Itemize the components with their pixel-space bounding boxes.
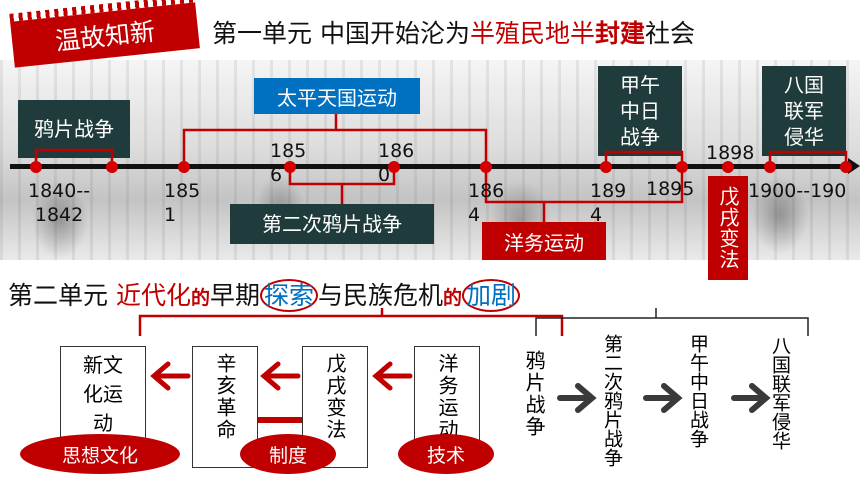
bracket-eight-nation: [768, 150, 848, 166]
timeline-dot-1842: [106, 161, 118, 173]
crisis-second-opium-war: 第二次鸦片战争: [601, 334, 623, 467]
timeline-dot-1856: [284, 161, 296, 173]
crisis-eight-nation: 八国联军侵华: [769, 336, 791, 450]
timeline-dot-1901: [840, 161, 852, 173]
timeline-dot-1860: [388, 161, 400, 173]
event-opium-war: 鸦片战争: [18, 100, 130, 158]
timeline-dot-1864: [480, 161, 492, 173]
event-second-opium-war: 第二次鸦片战争: [230, 204, 434, 244]
stage-xinhai: 辛亥革命: [192, 346, 258, 468]
bracket-second-opium: [288, 166, 396, 204]
unit2-title: 第二单元 近代化的早期探索与民族危机的加剧: [8, 276, 521, 312]
event-self-strengthening: 洋务运动: [482, 222, 606, 260]
crisis-opium-war: 鸦片战争: [522, 350, 546, 438]
year-1851: 185 1: [164, 180, 201, 226]
year-1840-1842: 1840-- 1842: [28, 180, 91, 226]
year-1864: 186 4: [468, 180, 505, 226]
timeline-dot-1851: [178, 161, 190, 173]
event-sino-japanese-war: 甲午中日战争: [598, 66, 682, 156]
arrow-left-icon: [150, 361, 191, 391]
year-1898: 1898: [706, 142, 755, 164]
bracket-unit2-right: [535, 308, 809, 336]
arrow-left-icon: [372, 361, 413, 391]
event-hundred-days-reform: 戊戌变法: [708, 176, 748, 280]
arrow-right-icon: [643, 383, 683, 413]
timeline-dot-1898: [722, 161, 734, 173]
unit1-title: 第一单元 中国开始沦为半殖民地半封建社会: [212, 19, 695, 48]
year-1894: 189 4: [590, 180, 627, 226]
timeline-dot-1900: [764, 161, 776, 173]
tag-system: 制度: [240, 434, 336, 474]
year-1856: 185 6: [270, 140, 307, 186]
arrow-left-icon: [260, 361, 301, 391]
timeline-dot-1894: [600, 161, 612, 173]
timeline-axis: [10, 164, 852, 169]
bracket-unit2-left: [138, 308, 564, 336]
bracket-sino-japanese: [604, 150, 684, 166]
arrow-right-icon: [731, 383, 771, 413]
year-1860: 186 0: [378, 140, 415, 186]
crisis-sino-japanese-war: 甲午中日战争: [687, 334, 709, 448]
bracket-opium-war: [34, 148, 114, 166]
year-1895: 1895: [646, 178, 695, 200]
event-taiping: 太平天国运动: [254, 78, 420, 114]
tag-technology: 技术: [398, 434, 494, 474]
year-1900-1901: 1900--190: [748, 180, 847, 202]
arrow-right-icon: [557, 383, 597, 413]
tag-thought-culture: 思想文化: [20, 434, 180, 474]
bracket-taiping: [182, 114, 488, 166]
bracket-self-strengthening: [484, 166, 684, 222]
event-eight-nation: 八国联军侵华: [762, 66, 846, 156]
timeline-dot-1895: [676, 161, 688, 173]
timeline-dot-1840: [30, 161, 42, 173]
